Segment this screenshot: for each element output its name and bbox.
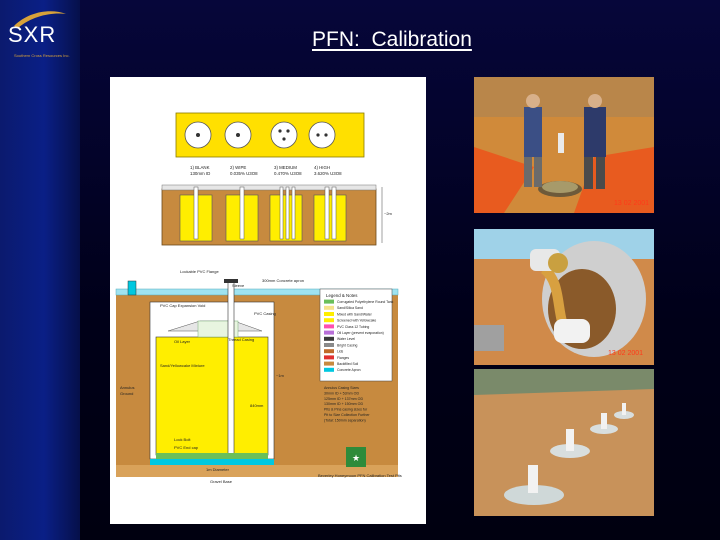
note-line: (Total: 150mm separation) bbox=[324, 418, 366, 422]
well-3-spec: 0.470% U3O8 bbox=[274, 171, 302, 176]
well-4-label: 4) HIGH bbox=[314, 165, 330, 170]
logo-subtitle: Southern Cross Resources Inc. bbox=[14, 53, 70, 58]
bottom-b-label: PVC End cap bbox=[174, 445, 199, 450]
photo-workers: 13 02 2001 bbox=[474, 77, 654, 213]
legend-item: Water Level bbox=[337, 337, 355, 341]
note-line: 125mm ID + 137mm OD bbox=[324, 397, 363, 401]
expansion-label: PVC Cap Expansion Void bbox=[160, 303, 205, 308]
calibration-diagram: 1) BLANK 130mm ID 2) WIPE 0.035% U3O8 3)… bbox=[110, 77, 426, 524]
legend-item: Corrugated Polyethylene Round Tank bbox=[337, 300, 394, 304]
logo-swoosh-icon bbox=[14, 11, 66, 29]
side-label: Annulus bbox=[120, 385, 134, 390]
well-1-spec: 130mm ID bbox=[190, 171, 210, 176]
well-4-spec: 3.620% U3O8 bbox=[314, 171, 342, 176]
concrete-label: 300mm Concrete apron bbox=[262, 278, 304, 283]
legend-swatch bbox=[324, 355, 334, 360]
gravel-label: Gravel Base bbox=[210, 479, 233, 484]
tank-depth-label: 840mm bbox=[250, 403, 264, 408]
legend-item: Oil Layer (prevent evaporation) bbox=[337, 331, 384, 335]
note-line: 130mm ID + 150mm OD bbox=[324, 402, 363, 406]
depth-label: ~2m bbox=[384, 211, 393, 216]
legend-item: Concrete Apron bbox=[337, 368, 361, 372]
legend-swatch bbox=[324, 361, 334, 366]
legend-item: Sand/Silica Sand bbox=[337, 306, 363, 310]
legend-item: Backfilled Soil bbox=[337, 362, 358, 366]
photo-1-stamp: 13 02 2001 bbox=[614, 200, 649, 207]
photo-2-stamp: 13 02 2001 bbox=[608, 350, 643, 357]
star-icon: ★ bbox=[352, 453, 360, 463]
legend-item: PVC Class 12 Tubing bbox=[337, 325, 369, 329]
diagram-footer: Beverley Honeymoon PFN Calibration Test … bbox=[318, 473, 402, 478]
well-1-label: 1) BLANK bbox=[190, 165, 210, 170]
sidebar bbox=[0, 0, 80, 540]
legend-swatch bbox=[324, 312, 334, 316]
legend-swatch bbox=[324, 336, 334, 341]
photo-completed-pits bbox=[474, 369, 654, 516]
legend-swatch bbox=[324, 343, 334, 347]
legend-item: Mixed with Sand/Water bbox=[337, 312, 373, 316]
legend-item: Lids bbox=[337, 350, 344, 354]
depth-right-label: ~1m bbox=[276, 373, 285, 378]
legend-item: Flanges bbox=[337, 356, 349, 360]
well-3-label: 3) MEDIUM bbox=[274, 165, 297, 170]
legend-title: Legend & Notes bbox=[326, 293, 358, 298]
logo-text: SXR bbox=[8, 22, 57, 47]
note-line: Annulus Casing Sizes bbox=[324, 386, 359, 390]
legend-item: Bright Casing bbox=[337, 343, 357, 347]
slide-title: PFN: Calibration bbox=[312, 28, 472, 51]
legend-item: Screened with Yellowcake bbox=[337, 319, 376, 323]
note-line: Pit to Size Collection Further bbox=[324, 413, 370, 417]
flange-label: Lockable PVC Flange bbox=[180, 269, 219, 274]
resin-label: Sand/Yellowcake Mixture bbox=[160, 363, 205, 368]
legend-swatch bbox=[324, 305, 334, 310]
sleeve-label: Sleeve bbox=[232, 283, 245, 288]
legend-swatch bbox=[324, 299, 334, 304]
legend-swatch bbox=[324, 330, 334, 335]
note-line: 30mm ID + 53mm OD bbox=[324, 391, 359, 395]
legend-swatch bbox=[324, 367, 334, 372]
base-label: 1m Diameter bbox=[206, 467, 230, 472]
photo-pouring: 13 02 2001 bbox=[474, 229, 654, 365]
well-2-label: 2) WIPE bbox=[230, 165, 246, 170]
note-line: Pits & Pins casing sizes for bbox=[324, 408, 368, 412]
legend-swatch bbox=[324, 318, 334, 323]
annulus-label: Ground bbox=[120, 391, 133, 396]
bottom-a-label: Lock Bolt bbox=[174, 437, 191, 442]
well-2-spec: 0.035% U3O8 bbox=[230, 171, 258, 176]
logo bbox=[8, 6, 74, 62]
legend-swatch bbox=[324, 349, 334, 354]
legend-swatch bbox=[324, 324, 334, 329]
casing-label: PVC Casing bbox=[254, 311, 276, 316]
thread-label: Thread Casing bbox=[228, 337, 254, 342]
oil-label: Oil Layer bbox=[174, 339, 191, 344]
